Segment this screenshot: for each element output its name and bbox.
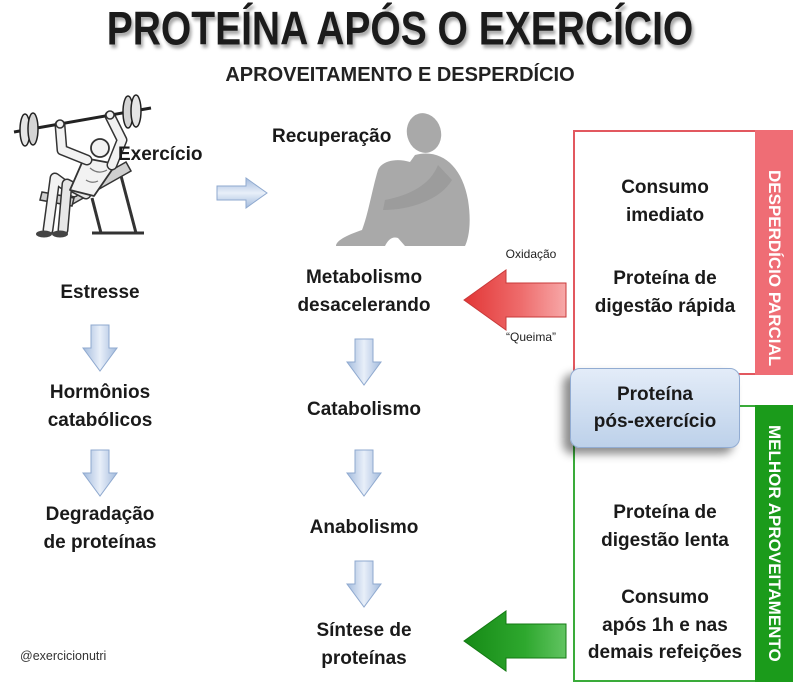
item-line: Consumo <box>621 177 709 198</box>
lifter-figure <box>36 110 128 238</box>
item-line: digestão rápida <box>594 296 736 317</box>
down-arrow-icon <box>82 324 118 372</box>
step-line: proteínas <box>321 648 407 669</box>
waste-arrow-icon <box>463 269 567 331</box>
item-line: Proteína de <box>613 502 717 523</box>
step-line: Hormônios <box>49 382 151 403</box>
bench-press-icon <box>13 94 152 238</box>
page-title: PROTEÍNA APÓS O EXERCÍCIO <box>106 3 694 56</box>
slow-protein-item: Proteína de digestão lenta <box>575 499 755 555</box>
step-line: desacelerando <box>297 295 431 316</box>
item-line: digestão lenta <box>601 530 729 551</box>
best-side-strip: MELHOR APROVEITAMENTO <box>755 405 793 682</box>
barbell <box>13 94 152 147</box>
later-intake-item: Consumo após 1h e nas demais refeições <box>575 584 755 667</box>
best-use-panel: Proteína de digestão lenta Consumo após … <box>573 405 793 682</box>
box-line: pós-exercício <box>593 411 717 432</box>
item-line: Proteína de <box>613 268 717 289</box>
hormones-step: Hormônios catabólicos <box>5 379 195 435</box>
sitting-person-icon <box>336 113 470 246</box>
anabolism-step: Anabolismo <box>264 514 464 542</box>
exercise-label: Exercício <box>118 144 203 165</box>
oxidation-label: Oxidação <box>505 247 557 261</box>
protein-synthesis-step: Síntese de proteínas <box>264 617 464 673</box>
best-side-label: MELHOR APROVEITAMENTO <box>765 425 784 662</box>
step-line: Síntese de <box>316 620 412 641</box>
step-line: catabólicos <box>47 410 153 431</box>
step-line: Metabolismo <box>305 267 423 288</box>
page-subtitle: APROVEITAMENTO E DESPERDÍCIO <box>225 64 575 86</box>
recovery-label: Recuperação <box>272 126 392 147</box>
item-line: imediato <box>625 205 705 226</box>
author-credit: @exercicionutri <box>20 649 107 663</box>
best-use-arrow-icon <box>463 610 567 672</box>
fast-protein-item: Proteína de digestão rápida <box>575 265 755 321</box>
step-line: Catabolismo <box>306 399 422 420</box>
waste-panel: Consumo imediato Proteína de digestão rá… <box>573 130 793 375</box>
stress-step: Estresse <box>5 279 195 307</box>
item-line: Consumo <box>621 587 709 608</box>
metabolism-step: Metabolismo desacelerando <box>264 264 464 320</box>
burn-label: “Queima” <box>505 330 556 344</box>
down-arrow-icon <box>82 449 118 497</box>
step-line: Estresse <box>60 282 140 303</box>
step-line: de proteínas <box>43 532 157 553</box>
right-arrow-icon <box>216 177 268 209</box>
step-line: Degradação <box>45 504 155 525</box>
box-line: Proteína <box>616 384 694 405</box>
immediate-intake-item: Consumo imediato <box>575 174 755 230</box>
item-line: após 1h e nas <box>602 614 728 636</box>
down-arrow-icon <box>346 338 382 386</box>
post-workout-protein-box: Proteína pós-exercício <box>570 368 740 448</box>
step-line: Anabolismo <box>309 517 419 538</box>
item-line: demais refeições <box>587 642 743 663</box>
catabolism-step: Catabolismo <box>264 396 464 424</box>
waste-side-strip: DESPERDÍCIO PARCIAL <box>755 130 793 375</box>
waste-side-label: DESPERDÍCIO PARCIAL <box>765 170 784 367</box>
down-arrow-icon <box>346 449 382 497</box>
down-arrow-icon <box>346 560 382 608</box>
protein-breakdown-step: Degradação de proteínas <box>5 501 195 557</box>
